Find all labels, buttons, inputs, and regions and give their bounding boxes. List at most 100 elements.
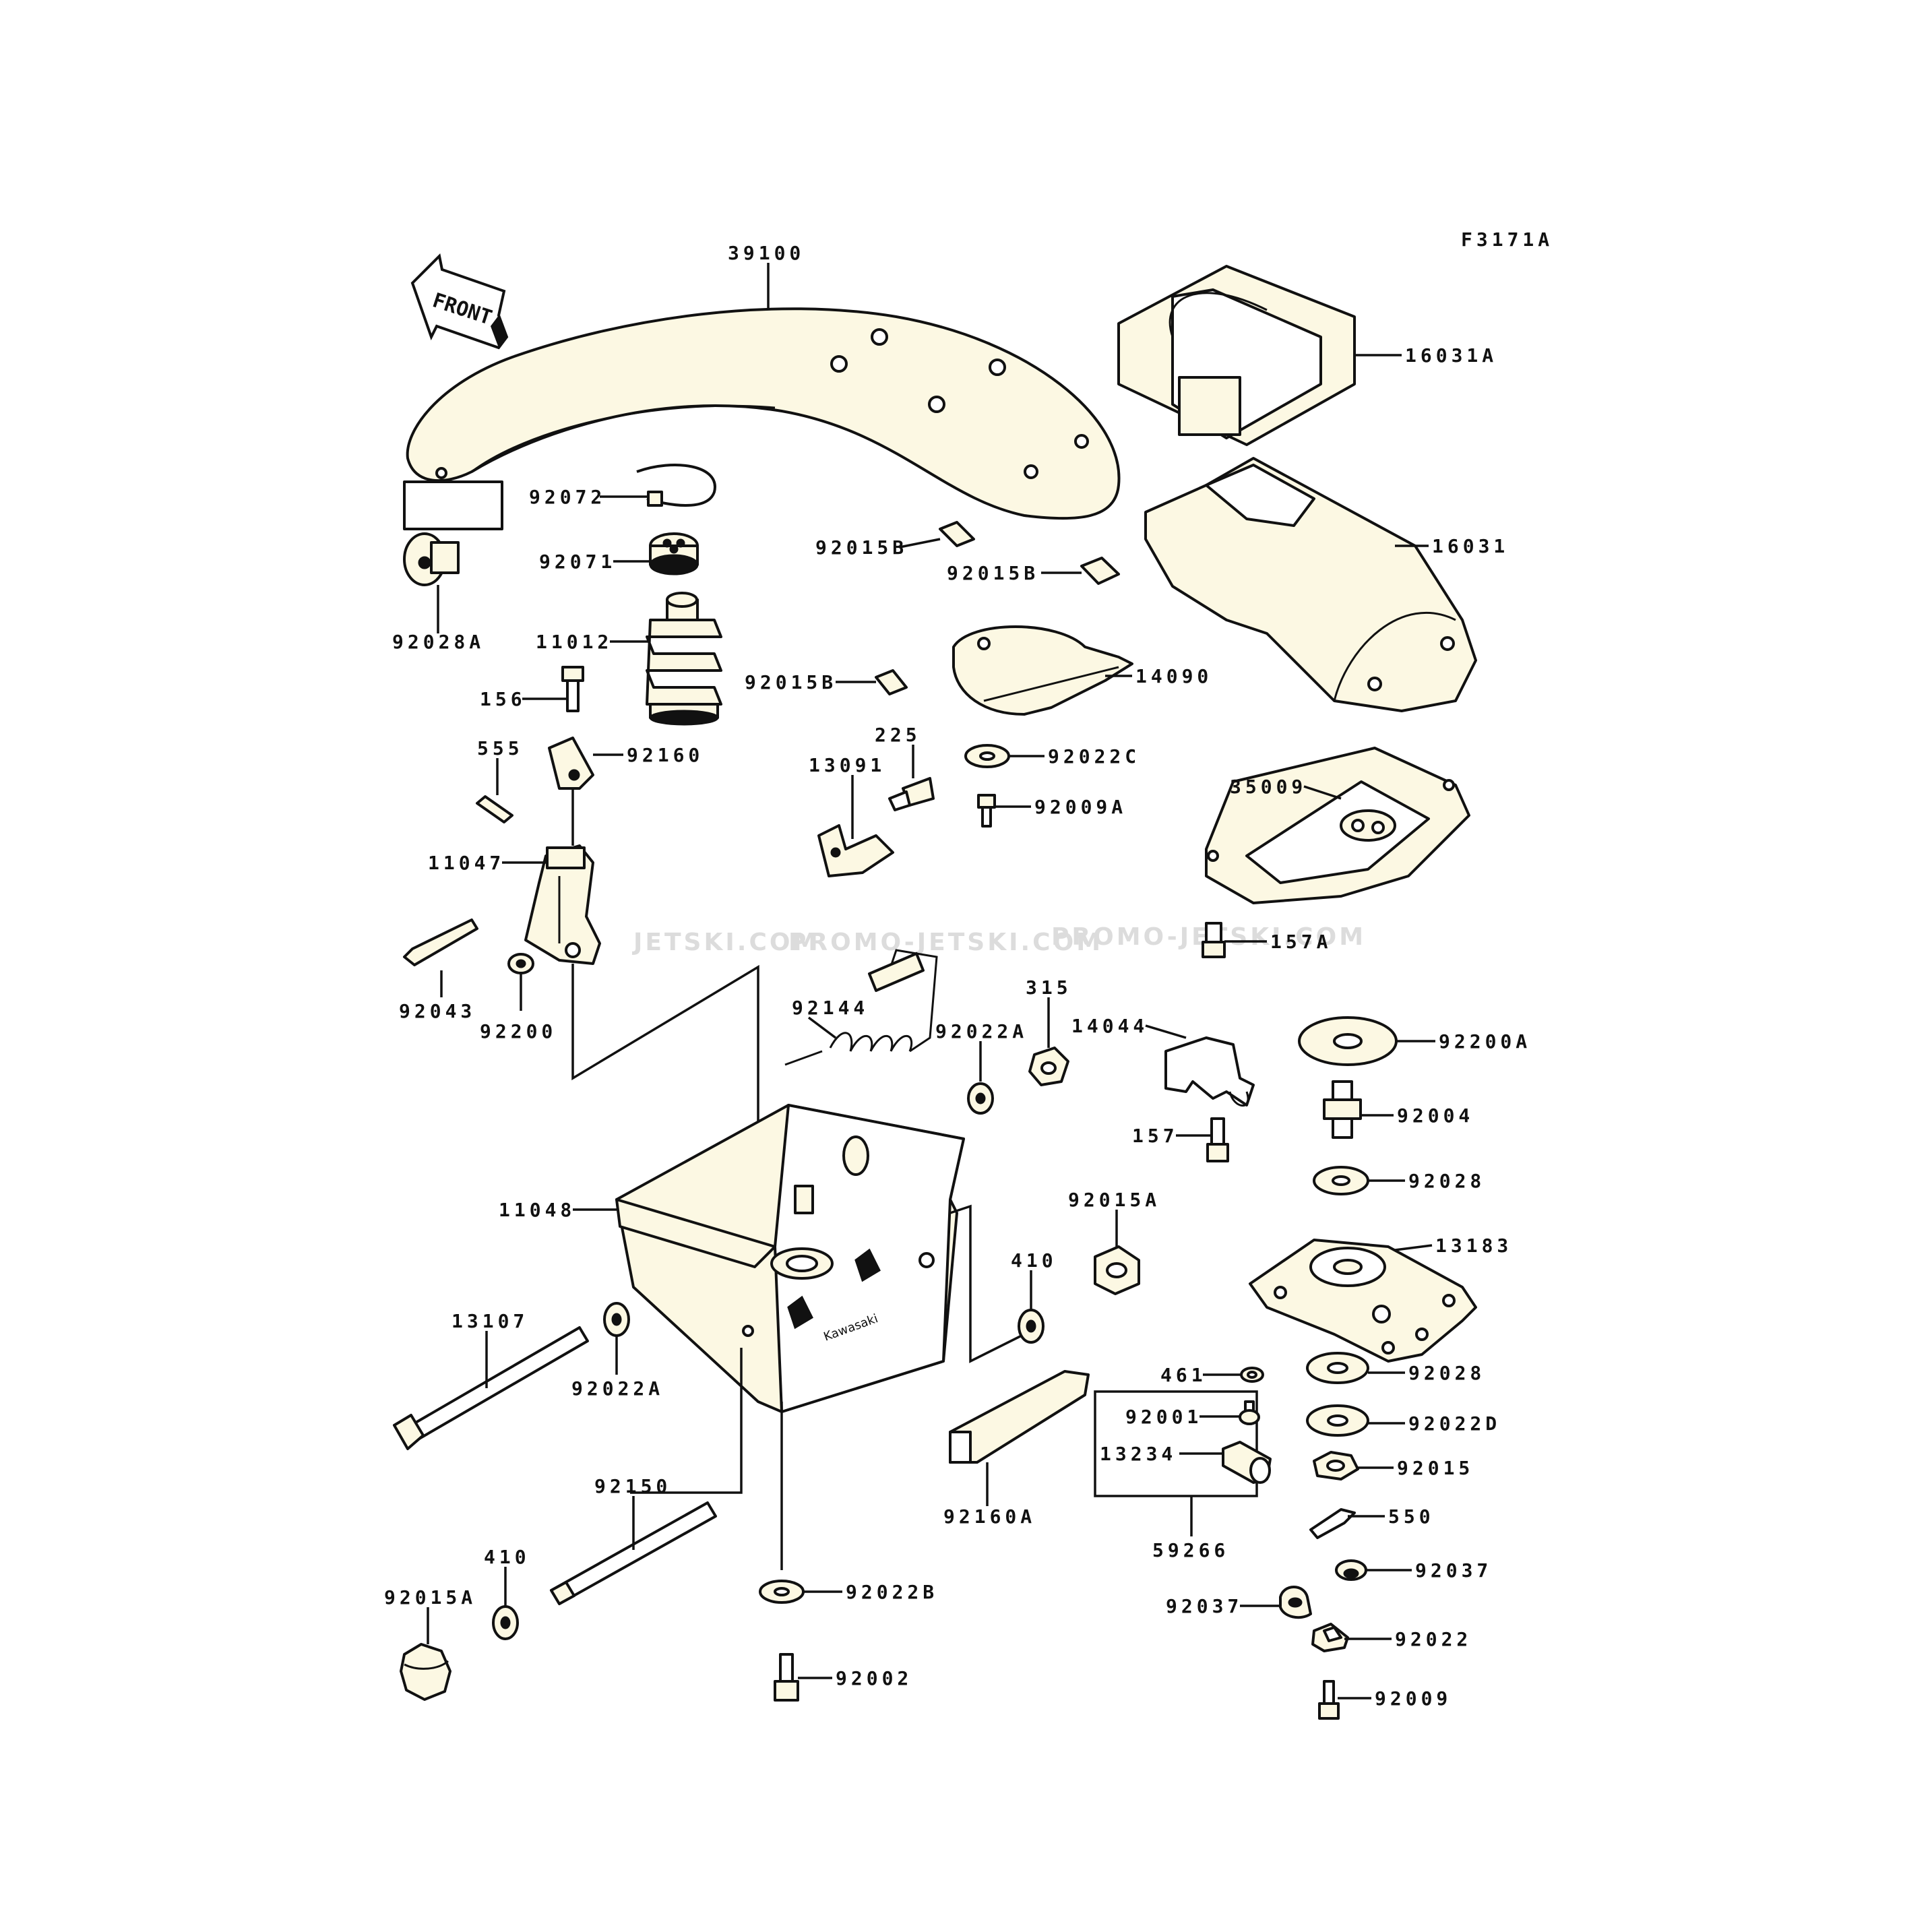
label-92015: 92015 — [1397, 1457, 1474, 1479]
part-92028-2 — [1306, 1352, 1369, 1384]
part-555 — [476, 795, 513, 823]
part-156 — [561, 666, 584, 712]
label-92015B-3: 92015B — [745, 671, 837, 693]
watermark-2: PROMO-JETSKI.COM — [788, 929, 1103, 956]
part-14044 — [1164, 1036, 1255, 1107]
label-16031A: 16031A — [1405, 344, 1497, 367]
part-92022 — [1311, 1623, 1349, 1652]
part-92072 — [636, 464, 716, 507]
label-92009A: 92009A — [1034, 796, 1127, 818]
part-11012 — [646, 592, 722, 726]
label-410-2: 410 — [484, 1546, 530, 1568]
label-92144: 92144 — [792, 997, 869, 1019]
part-92015B-a — [939, 521, 975, 547]
part-157 — [1206, 1117, 1229, 1162]
part-315 — [1028, 1047, 1069, 1086]
part-92071 — [649, 532, 699, 575]
label-156: 156 — [480, 688, 526, 710]
label-555: 555 — [477, 737, 524, 759]
label-11048: 11048 — [499, 1199, 575, 1221]
label-92071: 92071 — [539, 551, 616, 573]
label-92009: 92009 — [1375, 1687, 1452, 1710]
label-225: 225 — [875, 724, 921, 746]
label-92022A-1: 92022A — [935, 1020, 1028, 1042]
part-92009A — [977, 794, 996, 828]
label-92022C: 92022C — [1048, 745, 1140, 768]
part-11047 — [524, 844, 601, 965]
label-92072: 92072 — [529, 486, 606, 508]
part-225 — [888, 777, 935, 811]
label-92022A-2: 92022A — [571, 1377, 664, 1400]
part-92160A — [949, 1370, 1090, 1464]
label-157A: 157A — [1270, 931, 1332, 953]
label-157: 157 — [1132, 1125, 1179, 1147]
label-92043: 92043 — [399, 1000, 476, 1022]
figure-code: F3171A — [1461, 228, 1553, 251]
label-410-1: 410 — [1011, 1249, 1057, 1272]
label-92028A: 92028A — [392, 631, 485, 653]
label-92022D: 92022D — [1408, 1412, 1501, 1435]
part-92028-1 — [1313, 1166, 1369, 1195]
label-92015A-2: 92015A — [384, 1586, 476, 1609]
part-13234 — [1222, 1441, 1272, 1484]
label-11012: 11012 — [536, 631, 613, 653]
part-92009 — [1318, 1680, 1340, 1720]
part-92015A-1 — [1094, 1245, 1140, 1295]
label-14044: 14044 — [1071, 1015, 1148, 1037]
part-92015B-b — [1080, 557, 1120, 585]
kit-59266-box — [1094, 1390, 1258, 1497]
label-92160: 92160 — [627, 744, 704, 766]
part-157A — [1202, 922, 1226, 958]
label-13183: 13183 — [1435, 1235, 1512, 1257]
part-550 — [1309, 1508, 1356, 1539]
part-92022D — [1306, 1404, 1369, 1437]
label-550: 550 — [1388, 1505, 1435, 1528]
label-92001: 92001 — [1125, 1406, 1202, 1428]
label-11047: 11047 — [428, 852, 505, 874]
part-11048: Kawasaki — [615, 1104, 965, 1413]
label-13107: 13107 — [451, 1310, 528, 1332]
part-92160 — [548, 737, 594, 790]
watermark-1: JETSKI.COM — [631, 929, 819, 956]
front-arrow-icon: FRONT — [410, 253, 509, 350]
part-35009 — [1205, 747, 1470, 904]
label-92002: 92002 — [836, 1667, 912, 1689]
part-16031A — [1117, 265, 1356, 446]
label-92015A-1: 92015A — [1068, 1189, 1160, 1211]
deck-cover-part — [403, 307, 1121, 530]
part-92022A-1 — [967, 1082, 994, 1115]
part-92022B — [759, 1580, 805, 1604]
label-92200A: 92200A — [1439, 1030, 1531, 1053]
label-35009: 35009 — [1230, 776, 1307, 798]
part-410-1 — [1018, 1309, 1045, 1344]
label-92200: 92200 — [480, 1020, 557, 1042]
part-14090 — [952, 625, 1133, 716]
part-92144 — [784, 949, 938, 1066]
label-92022B: 92022B — [846, 1581, 938, 1603]
label-315: 315 — [1026, 976, 1072, 999]
part-13183 — [1249, 1239, 1477, 1363]
part-92043 — [403, 918, 478, 966]
label-39100: 39100 — [728, 242, 805, 264]
part-16031 — [1144, 457, 1477, 712]
part-92001 — [1239, 1400, 1260, 1425]
part-92200 — [507, 953, 534, 974]
part-92150 — [550, 1501, 717, 1605]
part-92002 — [774, 1653, 799, 1702]
part-92015B-c — [875, 669, 908, 695]
part-92037-2 — [1279, 1586, 1312, 1619]
label-59266: 59266 — [1152, 1539, 1229, 1561]
label-92150: 92150 — [594, 1475, 671, 1497]
label-92037-2: 92037 — [1166, 1595, 1243, 1617]
part-92015 — [1313, 1451, 1359, 1481]
label-92028-1: 92028 — [1408, 1170, 1485, 1192]
part-92015A-2 — [400, 1643, 451, 1701]
label-92015B-1: 92015B — [815, 536, 908, 559]
label-461: 461 — [1160, 1364, 1207, 1386]
part-410-2 — [492, 1605, 519, 1640]
part-92004 — [1323, 1080, 1362, 1139]
part-13091 — [817, 824, 894, 877]
part-92200A — [1298, 1016, 1398, 1066]
label-13091: 13091 — [809, 754, 885, 776]
